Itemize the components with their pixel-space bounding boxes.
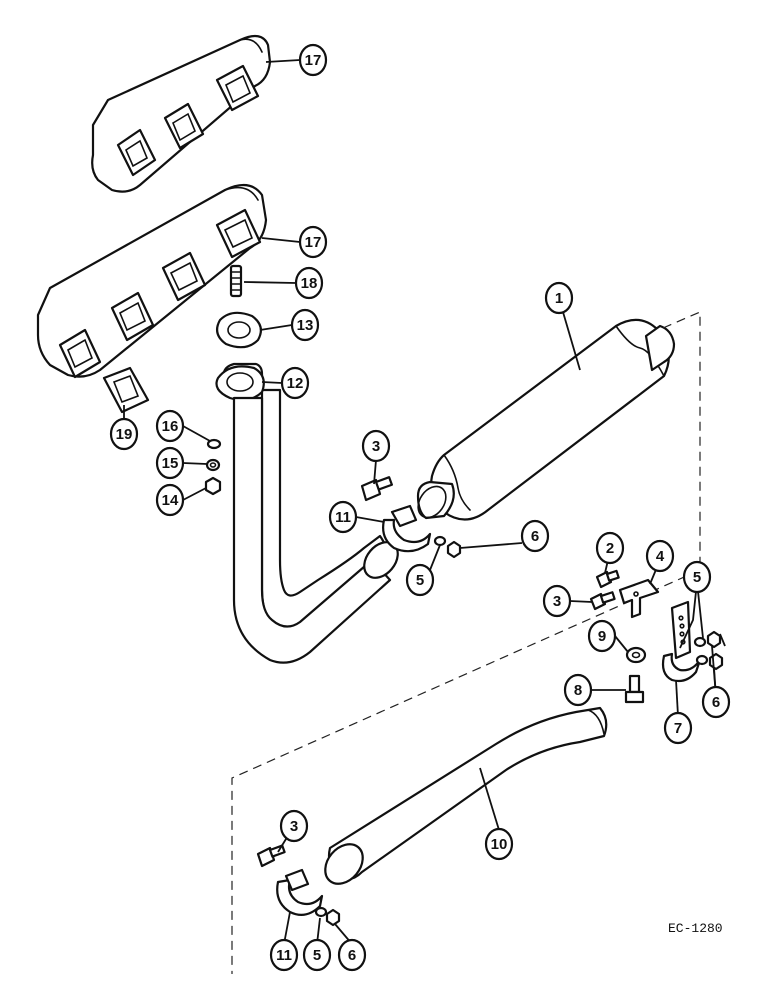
svg-text:6: 6: [531, 528, 539, 545]
svg-text:17: 17: [305, 52, 322, 69]
callout-9: 9: [587, 619, 617, 653]
svg-text:2: 2: [606, 540, 614, 557]
callout-11-lower: 11: [269, 938, 299, 972]
svg-text:18: 18: [301, 275, 318, 292]
callout-1: 1: [544, 281, 574, 315]
bolt-8: [624, 674, 645, 704]
svg-text:10: 10: [491, 836, 508, 853]
callout-5-lower: 5: [302, 938, 332, 972]
alignment-lines: [231, 311, 701, 974]
callout-10: 10: [484, 827, 514, 861]
callout-3-middle: 3: [542, 584, 572, 618]
callout-8: 8: [563, 673, 593, 707]
gasket-19: [102, 366, 150, 414]
callout-3-lower: 3: [279, 809, 309, 843]
svg-text:6: 6: [348, 947, 356, 964]
callout-4: 4: [645, 539, 675, 573]
svg-text:12: 12: [287, 375, 304, 392]
callout-12: 12: [280, 366, 310, 400]
bolt-3-middle: [589, 591, 616, 611]
svg-text:16: 16: [162, 418, 179, 435]
bolt-3-upper: [360, 476, 393, 502]
svg-text:15: 15: [162, 455, 179, 472]
callout-13: 13: [290, 308, 320, 342]
upper-exhaust-manifold: [91, 34, 272, 193]
callout-14: 14: [155, 483, 185, 517]
bolt-2: [595, 569, 620, 589]
figure-id-label: EC-1280: [668, 921, 723, 936]
svg-text:13: 13: [297, 317, 314, 334]
callout-15: 15: [155, 446, 185, 480]
callout-2: 2: [595, 531, 625, 565]
callout-19: 19: [109, 417, 139, 451]
svg-text:4: 4: [656, 548, 665, 565]
svg-text:1: 1: [555, 290, 563, 307]
callout-17-upper: 17: [298, 43, 328, 77]
svg-text:7: 7: [674, 720, 682, 737]
callout-17-lower: 17: [298, 225, 328, 259]
callout-11-upper: 11: [328, 500, 358, 534]
callout-5-upper: 5: [405, 563, 435, 597]
svg-text:5: 5: [416, 572, 424, 589]
gasket-13: [215, 311, 263, 349]
svg-text:5: 5: [693, 569, 701, 586]
washer-9: [625, 646, 647, 664]
svg-text:17: 17: [305, 234, 322, 251]
callout-3-upper: 3: [361, 429, 391, 463]
callout-5-right: 5: [682, 560, 712, 594]
svg-text:9: 9: [598, 628, 606, 645]
svg-text:3: 3: [290, 818, 298, 835]
callout-16: 16: [155, 409, 185, 443]
fasteners-5-6-right: [693, 630, 724, 671]
clamp-11-lower: [276, 868, 324, 917]
svg-text:14: 14: [162, 492, 179, 509]
svg-text:3: 3: [553, 593, 561, 610]
muffler-1: [416, 318, 676, 521]
svg-text:8: 8: [574, 682, 582, 699]
svg-text:6: 6: [712, 694, 720, 711]
stud-18: [229, 264, 243, 298]
svg-text:11: 11: [335, 509, 351, 526]
clamp-11-upper: [382, 504, 432, 553]
callout-18: 18: [294, 266, 324, 300]
svg-text:19: 19: [116, 426, 133, 443]
tail-pipe-10: [324, 706, 608, 885]
bolt-3-lower: [256, 844, 286, 868]
callout-7: 7: [663, 711, 693, 745]
svg-text:11: 11: [276, 947, 292, 964]
fasteners-5-6-upper: [433, 535, 462, 559]
lower-exhaust-manifold: [36, 183, 268, 379]
callout-6-lower: 6: [337, 938, 367, 972]
exhaust-pipe-12: [215, 362, 399, 664]
svg-text:5: 5: [313, 947, 321, 964]
fasteners-5-6-lower: [314, 906, 341, 927]
callout-6-upper: 6: [520, 519, 550, 553]
svg-text:3: 3: [372, 438, 380, 455]
bracket-4: [618, 578, 660, 619]
callout-6-right: 6: [701, 685, 731, 719]
fasteners-14-16: [204, 438, 222, 496]
